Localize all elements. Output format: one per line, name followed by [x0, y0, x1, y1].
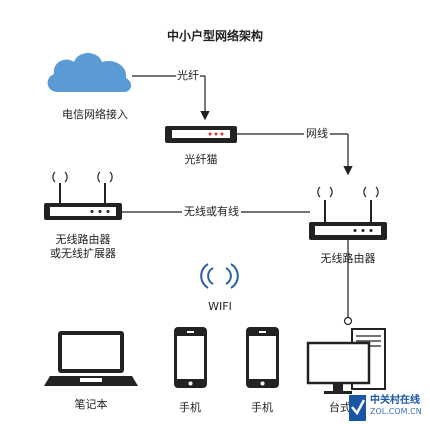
phone1-label: 手机 [179, 401, 201, 414]
laptop-label: 笔记本 [74, 398, 108, 411]
watermark-url: ZOL.COM.CN [370, 407, 422, 416]
diagram-title: 中小户型网络架构 [166, 29, 263, 43]
lan-connection [237, 133, 353, 176]
desktop-cable [343, 240, 353, 326]
fiber-label: 光纤 [176, 69, 200, 82]
modem-icon [165, 126, 237, 143]
laptop-icon [44, 331, 138, 386]
phone-icon-2 [246, 327, 279, 388]
extender-router-icon [44, 171, 122, 220]
modem-label: 光纤猫 [184, 153, 218, 166]
extender-label-line1: 无线路由器 [55, 233, 111, 246]
extender-label-line2: 或无线扩展器 [50, 247, 116, 260]
desktop-icon [306, 328, 386, 394]
desktop-label: 台式机 [329, 401, 349, 414]
wifi-icon [200, 263, 239, 289]
watermark-brand: 中关村在线 [370, 395, 420, 406]
router-label: 无线路由器 [320, 252, 376, 265]
phone2-label: 手机 [251, 401, 273, 414]
lan-label: 网线 [304, 127, 330, 140]
cloud-icon [47, 53, 132, 92]
link-label: 无线或有线 [182, 205, 241, 218]
phone-icon-1 [174, 327, 207, 388]
telecom-label: 电信网络接入 [62, 108, 128, 121]
wifi-label: WIFI [208, 300, 232, 313]
zol-logo-icon [349, 395, 366, 421]
wireless-router-icon [309, 186, 387, 240]
